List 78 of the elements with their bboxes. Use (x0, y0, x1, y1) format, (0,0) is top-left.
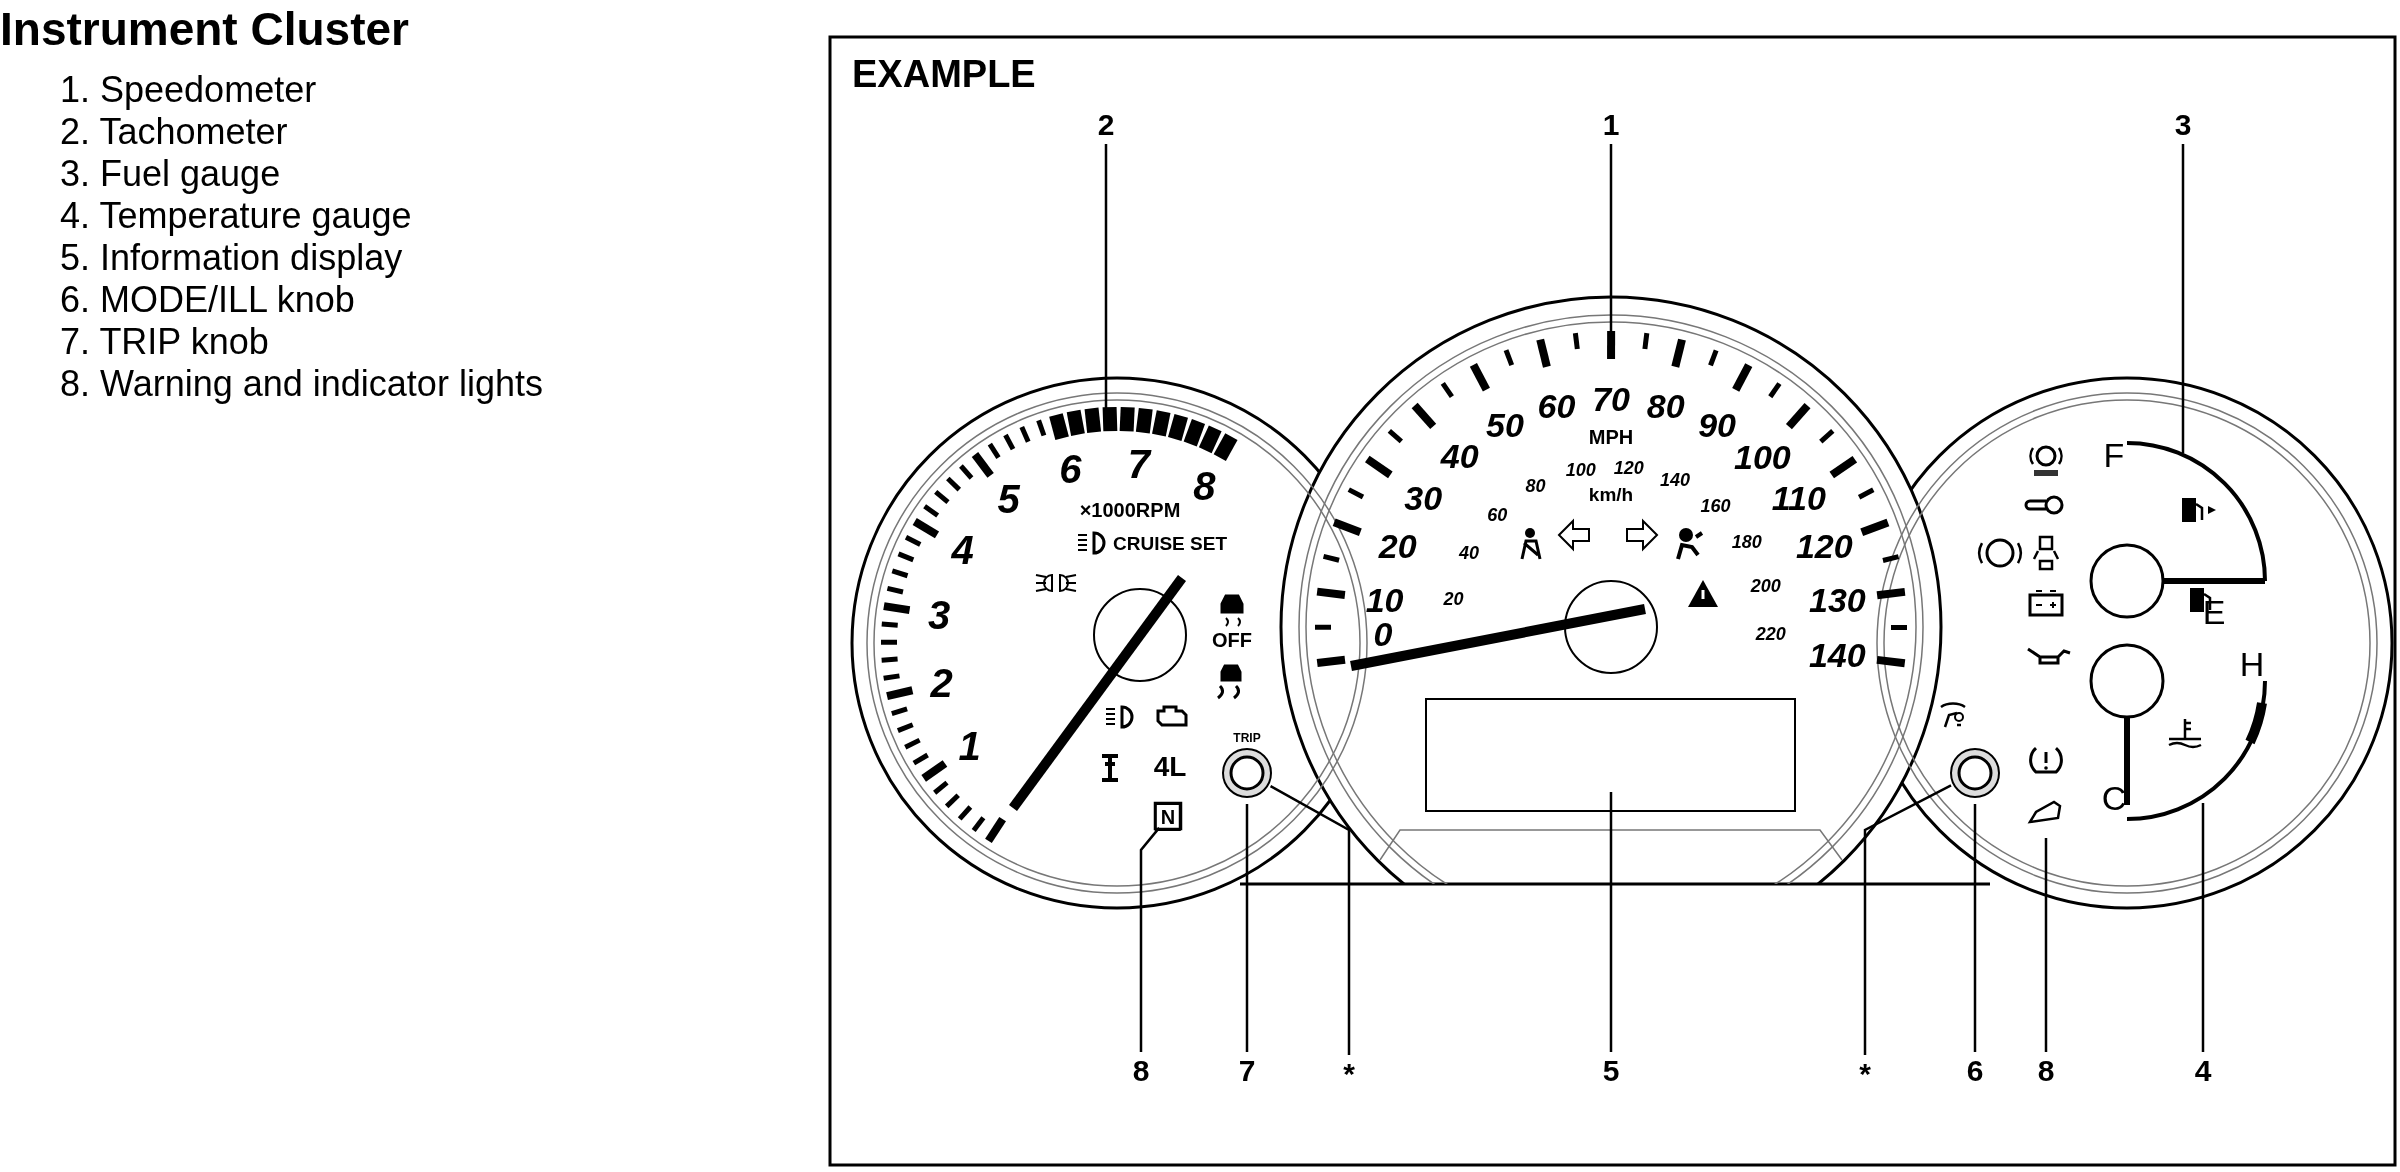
knob (1222, 748, 1272, 798)
leader-line (1973, 804, 1977, 1052)
dial-number: 80 (1646, 388, 1685, 423)
dial-number: 7 (1127, 444, 1151, 485)
list-item: 6. MODE/ILL knob (60, 282, 355, 318)
callout-number: 2 (1097, 110, 1115, 140)
indicator-light: N (1154, 803, 1182, 831)
leader-line (2044, 838, 2048, 1052)
list-item: 4. Temperature gauge (60, 198, 412, 234)
indicator-text: CRUISE SET (1113, 533, 1227, 553)
dial-number: 1 (958, 726, 981, 767)
dial-number: 100 (1734, 439, 1791, 474)
dial-number: 8 (1193, 465, 1216, 506)
dial-number: 110 (1771, 480, 1826, 515)
gauge-letter: E (2202, 595, 2226, 629)
dial-number: 50 (1486, 408, 1524, 443)
unit-label: ×1000RPM (1079, 500, 1181, 520)
leader-line (2181, 144, 2185, 453)
list-item: 7. TRIP knob (60, 324, 269, 360)
dial-number: 180 (1731, 533, 1762, 552)
dial-number: 80 (1525, 476, 1546, 495)
leader-line (1245, 804, 1249, 1052)
page-title: Instrument Cluster (0, 6, 409, 52)
dial-number: 10 (1365, 582, 1404, 617)
dial-number: 100 (1565, 460, 1596, 479)
leader-line (1863, 784, 1952, 1055)
dial-number: 6 (1059, 449, 1082, 490)
callout-number: 8 (1132, 1056, 1150, 1086)
dial-number: 0 (1373, 617, 1393, 651)
dial-number: 120 (1795, 529, 1853, 564)
callout-number: 4 (2194, 1056, 2212, 1086)
indicator-text: OFF (1212, 630, 1252, 650)
dial-number: 120 (1613, 458, 1644, 477)
callout-number: 8 (2037, 1056, 2055, 1086)
dial-number: 30 (1404, 480, 1443, 515)
dial-number: 20 (1443, 589, 1464, 608)
dial-number: 60 (1537, 388, 1576, 423)
gauge-letter: H (2239, 647, 2265, 681)
list-item: 3. Fuel gauge (60, 156, 281, 192)
knob (1950, 748, 2000, 798)
callout-number: 6 (1966, 1056, 1984, 1086)
dial-number: 160 (1700, 496, 1731, 515)
gauge-letter: C (2101, 781, 2127, 815)
dial-number: 40 (1459, 544, 1479, 563)
leader-line (1269, 785, 1351, 1055)
leader-line (1139, 827, 1161, 1052)
callout-number: 7 (1238, 1056, 1256, 1086)
dial-number: 4 (951, 530, 974, 571)
dial-number: 5 (997, 479, 1020, 520)
leader-line (2201, 803, 2205, 1052)
callout-number: * (1343, 1059, 1355, 1089)
dial-number: 140 (1660, 471, 1690, 490)
list-item: 1. Speedometer (60, 72, 317, 108)
callout-number: 5 (1602, 1056, 1620, 1086)
example-label: EXAMPLE (852, 55, 1036, 93)
dial-number: 40 (1440, 439, 1479, 474)
dial-number: 220 (1755, 624, 1786, 643)
dial-number: 140 (1808, 637, 1866, 672)
dial-number: 3 (928, 594, 951, 635)
leader-line (1104, 144, 1108, 410)
dial-number: 130 (1809, 582, 1866, 617)
dial-number: 60 (1487, 505, 1508, 524)
callout-number: 1 (1602, 110, 1620, 140)
dial-number: 200 (1750, 577, 1781, 596)
dial-number: 90 (1698, 408, 1736, 443)
list-item: 8. Warning and indicator lights (60, 366, 543, 402)
list-item: 2. Tachometer (60, 114, 288, 150)
dial-number: 2 (930, 663, 953, 704)
unit-label: km/h (1588, 484, 1634, 504)
dial-number: 20 (1378, 529, 1417, 564)
unit-label: MPH (1588, 427, 1634, 447)
callout-number: 3 (2174, 110, 2192, 140)
indicator-text: 4L (1153, 753, 1187, 781)
leader-line (1609, 792, 1613, 1052)
dial-number: 70 (1592, 382, 1630, 416)
callout-number: * (1859, 1059, 1871, 1089)
list-item: 5. Information display (60, 240, 403, 276)
gauge-letter: F (2103, 438, 2125, 472)
